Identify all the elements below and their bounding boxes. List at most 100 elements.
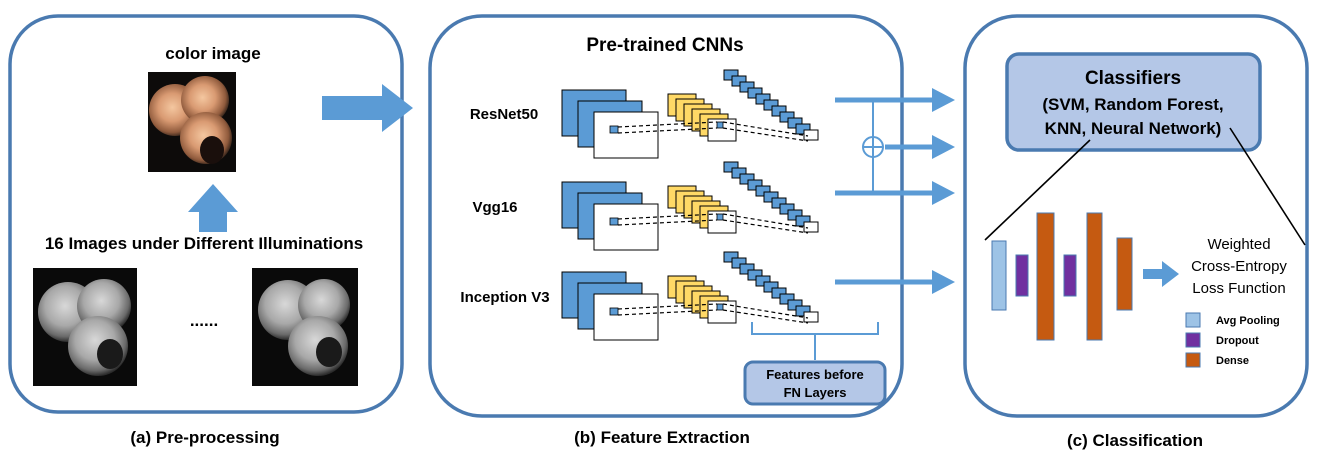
feature-map	[747, 179, 763, 191]
classifiers-line-2: KNN, Neural Network)	[1045, 119, 1222, 138]
color-image	[148, 72, 236, 172]
connection-line	[617, 127, 718, 134]
feature-map	[755, 185, 771, 197]
arrow-right-icon	[322, 84, 413, 132]
connection-line	[617, 213, 718, 220]
kernel-square	[609, 125, 619, 134]
feature-map	[803, 129, 819, 141]
feature-map	[755, 93, 771, 105]
feature-map	[723, 251, 739, 263]
feature-map	[707, 118, 737, 142]
feature-map	[787, 117, 803, 129]
feature-map	[731, 75, 747, 87]
dense-layer	[1116, 237, 1133, 311]
kernel-square	[609, 217, 619, 226]
feature-map	[771, 287, 787, 299]
feature-map	[747, 269, 763, 281]
feature-map	[731, 167, 747, 179]
legend-swatch	[1185, 312, 1201, 328]
feature-map	[771, 105, 787, 117]
kernel-square	[716, 303, 724, 311]
classification-caption: (c) Classification	[1067, 431, 1203, 450]
classifiers-line-1: (SVM, Random Forest,	[1042, 95, 1223, 114]
feature-map	[739, 173, 755, 185]
avg-pooling-layer	[991, 240, 1007, 311]
feature-extraction-title: Pre-trained CNNs	[586, 35, 743, 56]
feature-map	[593, 111, 659, 159]
connection-line	[722, 309, 809, 324]
feature-map	[787, 299, 803, 311]
classifiers-title: Classifiers	[1085, 68, 1181, 89]
kernel-square	[609, 307, 619, 316]
feature-map	[739, 81, 755, 93]
connection-line	[617, 121, 718, 128]
features-box	[743, 360, 887, 406]
features-box-line-1: Features before	[766, 367, 864, 382]
feature-map	[739, 263, 755, 275]
feature-map	[779, 203, 795, 215]
preprocessing-caption: (a) Pre-processing	[130, 428, 279, 447]
connection-line	[722, 219, 809, 234]
feature-map	[593, 293, 659, 341]
feature-map	[779, 111, 795, 123]
feature-map	[795, 123, 811, 135]
feature-map	[803, 221, 819, 233]
feature-map	[771, 197, 787, 209]
connection-line	[722, 121, 809, 137]
feature-bracket	[751, 322, 879, 360]
legend-swatch	[1185, 332, 1201, 348]
gray-image-1	[33, 268, 137, 386]
feature-extraction-caption: (b) Feature Extraction	[574, 428, 750, 447]
connection-line	[617, 309, 718, 316]
dropout-layer	[1015, 254, 1029, 297]
images-label: 16 Images under Different Illuminations	[45, 234, 363, 253]
legend-label: Dense	[1216, 355, 1249, 367]
color-image-label: color image	[165, 44, 260, 63]
feature-map	[803, 311, 819, 323]
feature-map	[763, 191, 779, 203]
feature-map	[707, 300, 737, 324]
network-label-vgg16: Vgg16	[472, 199, 517, 216]
feature-map	[755, 275, 771, 287]
feature-arrows	[835, 88, 955, 294]
network-label-resnet50: ResNet50	[470, 106, 538, 123]
features-box-line-2: FN Layers	[784, 385, 847, 400]
feature-map	[723, 69, 739, 81]
feature-map	[747, 87, 763, 99]
feature-map	[795, 215, 811, 227]
cnn-stacks	[561, 69, 819, 341]
dense-layer	[1036, 212, 1055, 341]
kernel-square	[716, 213, 724, 221]
feature-map	[795, 305, 811, 317]
feature-map	[763, 281, 779, 293]
feature-map	[593, 203, 659, 251]
network-layers	[991, 212, 1133, 341]
connection-line	[722, 127, 809, 142]
loss-line-3: Loss Function	[1192, 280, 1285, 297]
feature-extraction-panel	[428, 14, 904, 418]
gray-image-2	[252, 268, 358, 386]
loss-line-2: Cross-Entropy	[1191, 258, 1287, 275]
ellipsis-label: ......	[190, 311, 218, 330]
network-label-inception-v3: Inception V3	[460, 289, 549, 306]
connection-line	[617, 219, 718, 226]
loss-line-1: Weighted	[1207, 236, 1270, 253]
feature-map	[763, 99, 779, 111]
zoom-lines	[984, 127, 1306, 246]
dropout-layer	[1063, 254, 1077, 297]
arrow-up-icon	[188, 184, 238, 232]
classifiers-box	[1005, 52, 1262, 152]
connection-line	[722, 303, 809, 319]
connection-line	[722, 213, 809, 229]
dense-layer	[1086, 212, 1103, 341]
connection-line	[617, 303, 718, 310]
legend-label: Dropout	[1216, 335, 1259, 347]
legend-label: Avg Pooling	[1216, 315, 1280, 327]
feature-map	[731, 257, 747, 269]
feature-map	[779, 293, 795, 305]
feature-map	[787, 209, 803, 221]
feature-map	[723, 161, 739, 173]
feature-map	[707, 210, 737, 234]
